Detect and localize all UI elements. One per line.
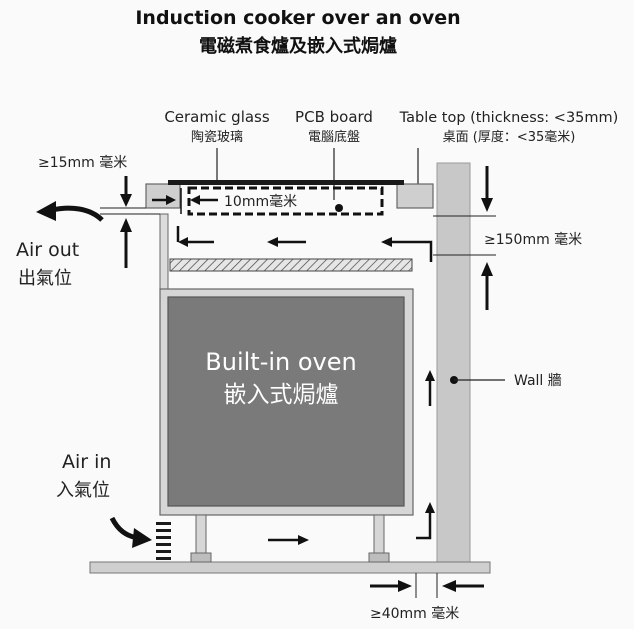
gap-pcb-arrow-right xyxy=(152,195,176,205)
gap-pcb-label: 10mm毫米 xyxy=(224,193,297,210)
gap-top-label: ≥15mm 毫米 xyxy=(38,154,127,171)
oven-foot-right-base xyxy=(368,552,390,563)
oven-face xyxy=(167,296,405,507)
airflow-arrow-right-1 xyxy=(268,535,309,545)
floor xyxy=(89,561,491,574)
ceramic-glass-label-zh: 陶瓷玻璃 xyxy=(191,129,243,145)
airflow-arrow-up-2 xyxy=(416,502,435,540)
oven-label: Built-in oven xyxy=(205,348,356,376)
pcb-board-label: PCB board xyxy=(295,108,373,126)
hatched-shelf xyxy=(169,258,413,272)
table-top-label: Table top (thickness: <35mm) xyxy=(399,110,619,126)
oven-foot-right-post xyxy=(373,514,385,556)
title-en: Induction cooker over an oven xyxy=(135,7,460,29)
ceramic-glass-label: Ceramic glass xyxy=(164,108,270,126)
title-zh: 電磁煮食爐及嵌入式焗爐 xyxy=(199,35,397,57)
airflow-arrow-left-2 xyxy=(267,237,306,247)
table-top-right xyxy=(396,183,434,209)
gap-bottom-arrow-right xyxy=(370,580,412,592)
gap-right-arrow-up xyxy=(481,262,493,310)
oven-foot-left-base xyxy=(190,552,212,563)
oven-label-zh: 嵌入式焗爐 xyxy=(224,382,339,408)
oven-foot-left-post xyxy=(195,514,207,556)
airflow-arrow-left-3 xyxy=(381,237,433,262)
gap-pcb-arrow-left xyxy=(190,195,218,205)
pcb-board xyxy=(187,186,384,216)
air-in-label: Air in xyxy=(62,451,111,473)
airflow-arrow-up-1 xyxy=(425,370,435,406)
gap-right-arrow-down xyxy=(481,166,493,212)
gap-right-label: ≥150mm 毫米 xyxy=(484,231,582,248)
wall-label: Wall 牆 xyxy=(514,373,562,389)
air-inlet-vent xyxy=(156,522,171,560)
airflow-arrow-left-1 xyxy=(178,237,214,247)
air-out-arrowhead xyxy=(36,201,56,221)
gap-bottom-label: ≥40mm 毫米 xyxy=(370,605,459,622)
air-out-label: Air out xyxy=(16,239,79,261)
wall xyxy=(436,162,471,563)
pcb-board-leader-dot xyxy=(335,204,343,212)
table-top-label-zh: 桌面 (厚度：<35毫米) xyxy=(443,129,576,145)
air-out-arrow xyxy=(51,205,104,222)
gap-top-arrow-up xyxy=(120,218,132,268)
ceramic-glass xyxy=(168,180,404,185)
air-in-arrowhead xyxy=(132,528,152,548)
air-in-label-zh: 入氣位 xyxy=(56,480,110,501)
gap-bottom-arrow-left xyxy=(442,580,484,592)
pcb-board-label-zh: 電腦底盤 xyxy=(308,129,360,145)
gap-top-arrow-down xyxy=(120,176,132,207)
air-out-label-zh: 出氣位 xyxy=(18,268,72,289)
table-top-left xyxy=(145,183,181,209)
